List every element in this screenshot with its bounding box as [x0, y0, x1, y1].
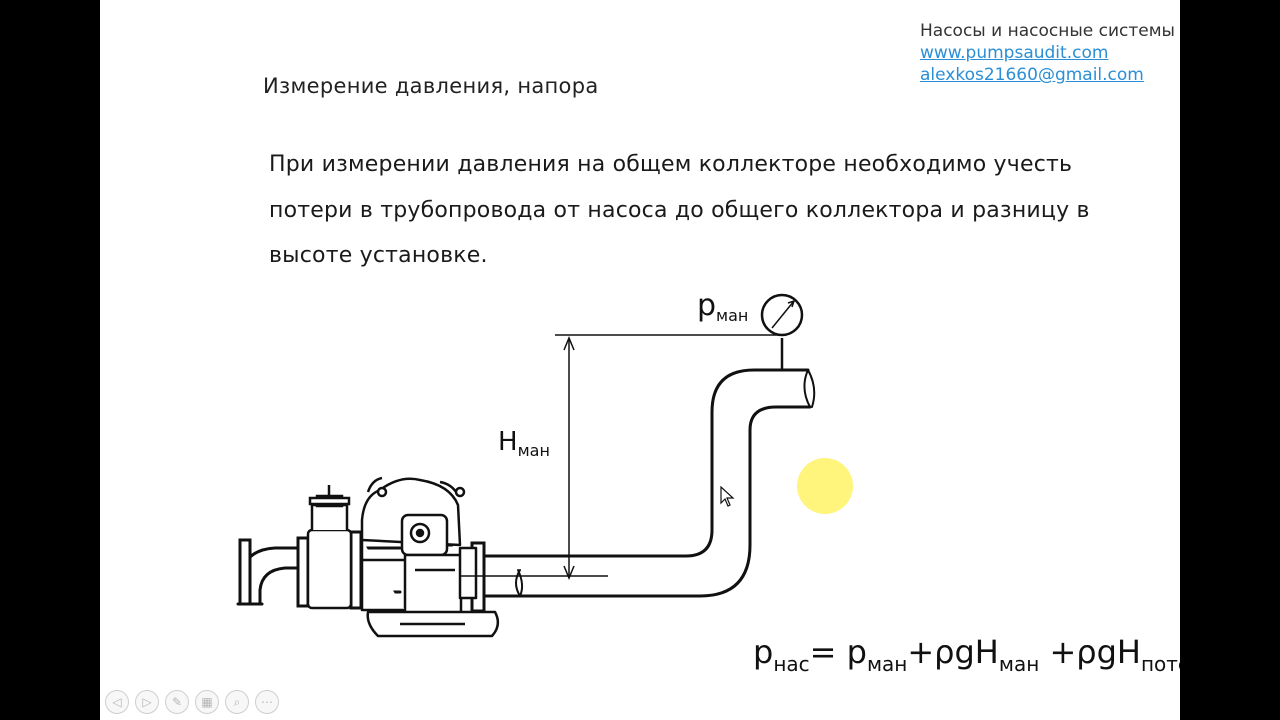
website-link[interactable]: www.pumpsaudit.com: [920, 43, 1109, 63]
pump-pipeline-diagram: [236, 293, 816, 638]
p-man-label: pман: [697, 288, 749, 325]
cursor-highlight: [797, 458, 853, 514]
prev-icon[interactable]: ◁: [105, 690, 129, 714]
body-line-1: При измерении давления на общем коллекто…: [269, 152, 1073, 177]
zoom-icon[interactable]: ⌕: [225, 690, 249, 714]
presentation-toolbar: ◁ ▷ ✎ ▦ ⌕ ⋯: [105, 690, 279, 714]
slides-icon[interactable]: ▦: [195, 690, 219, 714]
slide: Насосы и насосные системы www.pumpsaudit…: [100, 0, 1180, 720]
inlet-elbow-inner: [258, 566, 342, 605]
body-line-2: потери в трубопровода от насоса до общег…: [269, 198, 1090, 223]
more-icon[interactable]: ⋯: [255, 690, 279, 714]
body-line-3: высоте установке.: [269, 243, 488, 268]
header-title: Насосы и насосные системы: [920, 21, 1175, 41]
pressure-formula: pнас= pман+ρgHман +ρgHпотерь: [753, 633, 1180, 676]
slide-title: Измерение давления, напора: [263, 74, 599, 98]
header-block: Насосы и насосные системы www.pumpsaudit…: [920, 20, 1175, 86]
discharge-pipe-top: [484, 368, 810, 558]
mouse-cursor-icon: [720, 486, 735, 507]
pen-icon[interactable]: ✎: [165, 690, 189, 714]
discharge-pipe-bottom: [484, 405, 812, 598]
h-man-label: Hман: [498, 427, 550, 460]
next-icon[interactable]: ▷: [135, 690, 159, 714]
email-link[interactable]: alexkos21660@gmail.com: [920, 65, 1144, 85]
